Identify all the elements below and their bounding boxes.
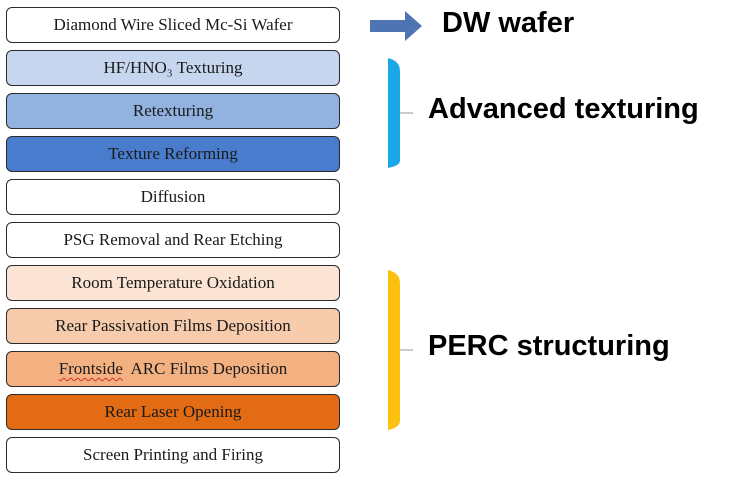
step-retexturing: Retexturing xyxy=(6,93,340,129)
step-texture-reforming: Texture Reforming xyxy=(6,136,340,172)
step-frontside-arc-rest: ARC Films Deposition xyxy=(122,359,288,378)
step-screen-printing: Screen Printing and Firing xyxy=(6,437,340,473)
step-room-temp-oxidation: Room Temperature Oxidation xyxy=(6,265,340,301)
arrow-right-icon xyxy=(370,11,422,41)
step-rear-laser-opening: Rear Laser Opening xyxy=(6,394,340,430)
step-frontside-arc-word: Frontside xyxy=(58,359,123,378)
step-rear-passivation: Rear Passivation Films Deposition xyxy=(6,308,340,344)
perc-bracket xyxy=(388,270,400,430)
advanced-texturing-label: Advanced texturing xyxy=(428,93,699,125)
step-hf-hno3-texturing: HF/HNO₃ Texturing xyxy=(6,50,340,86)
step-diffusion: Diffusion xyxy=(6,179,340,215)
step-frontside-arc: Frontside ARC Films Deposition xyxy=(6,351,340,387)
perc-structuring-label: PERC structuring xyxy=(428,330,670,362)
step-psg-removal: PSG Removal and Rear Etching xyxy=(6,222,340,258)
texturing-bracket xyxy=(388,58,400,168)
dw-wafer-label: DW wafer xyxy=(442,7,575,39)
step-dw-wafer: Diamond Wire Sliced Mc-Si Wafer xyxy=(6,7,340,43)
